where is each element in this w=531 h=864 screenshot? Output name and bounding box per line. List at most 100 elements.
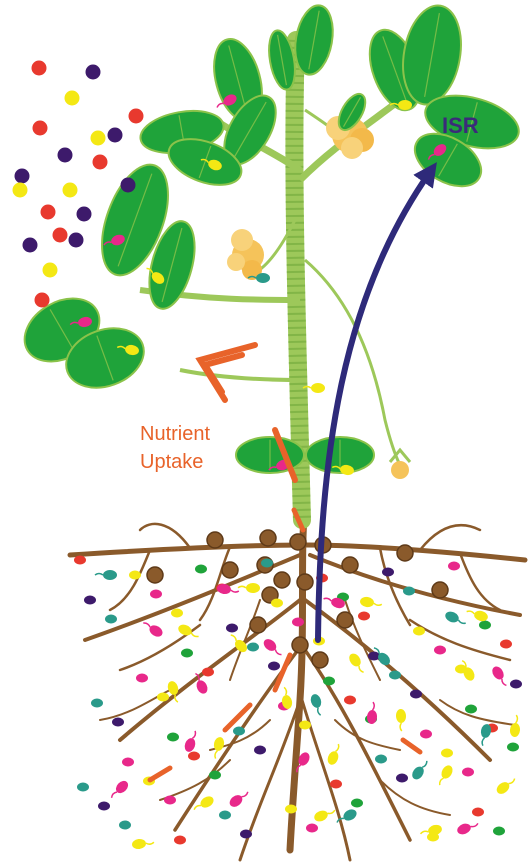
microbe-dot: [330, 780, 342, 789]
microbe-dot: [63, 183, 78, 198]
microbe-dot: [389, 671, 401, 680]
microbe-dot: [195, 565, 207, 574]
microbe-dot: [233, 727, 245, 736]
microbe-dot: [41, 205, 56, 220]
root-nodule: [274, 572, 290, 588]
microbe-dot: [167, 733, 179, 742]
microbe-dot: [209, 771, 221, 780]
microbe-dot: [65, 91, 80, 106]
microbe-dot: [285, 805, 297, 814]
microbe-dot: [271, 599, 283, 608]
microbe-dot: [420, 730, 432, 739]
microbe-dot: [382, 568, 394, 577]
flower: [227, 229, 264, 280]
root-nodule: [297, 574, 313, 590]
root-nodule: [290, 534, 306, 550]
root-nodule: [432, 582, 448, 598]
microbe-dot: [98, 802, 110, 811]
bacterium: [456, 819, 480, 837]
bacterium: [183, 729, 200, 753]
microbe-dot: [136, 674, 148, 683]
microbe-dot: [174, 836, 186, 845]
microbe-dot: [219, 811, 231, 820]
microbe-dot: [164, 796, 176, 805]
microbe-dot: [410, 690, 422, 699]
nutrient-label-line2: Uptake: [140, 451, 203, 473]
microbe-dot: [150, 590, 162, 599]
bacterium: [141, 619, 165, 639]
bacterium: [494, 775, 517, 797]
microbe-dot: [122, 758, 134, 767]
bacterium: [444, 610, 468, 628]
microbe-dot: [188, 752, 200, 761]
microbe-dot: [13, 183, 28, 198]
microbe-dot: [403, 587, 415, 596]
isr-label: ISR: [442, 113, 479, 138]
nutrient-rod: [403, 740, 420, 752]
microbe-dot: [375, 755, 387, 764]
bacterium: [396, 709, 407, 731]
microbe-dot: [23, 238, 38, 253]
microbe-dot: [181, 649, 193, 658]
microbe-dot: [105, 615, 117, 624]
microbe-dot: [448, 562, 460, 571]
microbe-dot: [74, 556, 86, 565]
microbe-dot: [396, 774, 408, 783]
bacterium: [238, 583, 260, 593]
root-nodule: [207, 532, 223, 548]
microbe-dot: [53, 228, 68, 243]
root-nodule: [250, 617, 266, 633]
bacterium: [95, 570, 117, 580]
microbe-dot: [91, 131, 106, 146]
microbe-dot: [462, 768, 474, 777]
root-nodule: [337, 612, 353, 628]
flower-bud: [390, 450, 410, 479]
root-nodule: [147, 567, 163, 583]
root-nodule: [292, 637, 308, 653]
nutrient-rod: [225, 705, 250, 730]
microbe-dot: [15, 169, 30, 184]
microbe-dot: [247, 643, 259, 652]
microbe-dot: [434, 646, 446, 655]
bacterium: [131, 837, 154, 850]
bacterium: [359, 596, 382, 609]
isr-arrow: [318, 172, 430, 640]
leaf: [236, 437, 304, 473]
bacterium: [490, 664, 511, 688]
microbe-dot: [226, 624, 238, 633]
bacterium: [410, 758, 431, 782]
nutrient-rod: [275, 655, 290, 690]
microbe-dot: [77, 783, 89, 792]
microbe-dot: [268, 662, 280, 671]
microbe-dot: [441, 749, 453, 758]
microbe-dot: [32, 61, 47, 76]
microbe-dot: [93, 155, 108, 170]
microbe-dot: [510, 680, 522, 689]
microbe-dot: [240, 830, 252, 839]
bacterium: [509, 715, 521, 738]
bacterium: [326, 742, 343, 766]
microbe-dot: [472, 808, 484, 817]
root-nodule: [342, 557, 358, 573]
microbe-dot: [157, 693, 169, 702]
microbe-dot: [69, 233, 84, 248]
bacterium: [478, 723, 492, 747]
leaf: [306, 437, 374, 473]
bacterium: [261, 637, 284, 659]
root-nodule: [312, 652, 328, 668]
microbe-dot: [35, 293, 50, 308]
bacterium: [227, 788, 250, 809]
nutrient-label-line1: Nutrient: [140, 423, 210, 445]
microbe-dot: [202, 668, 214, 677]
root-nodule: [260, 530, 276, 546]
bacterium: [313, 806, 337, 824]
bacterium: [309, 693, 325, 717]
bacterium: [435, 763, 454, 787]
microbe-dot: [119, 821, 131, 830]
microbe-dot: [358, 612, 370, 621]
microbe-dot: [413, 627, 425, 636]
microbe-dot: [465, 705, 477, 714]
microbe-dot: [299, 721, 311, 730]
microbe-dot: [306, 824, 318, 833]
microbe-dot: [58, 148, 73, 163]
